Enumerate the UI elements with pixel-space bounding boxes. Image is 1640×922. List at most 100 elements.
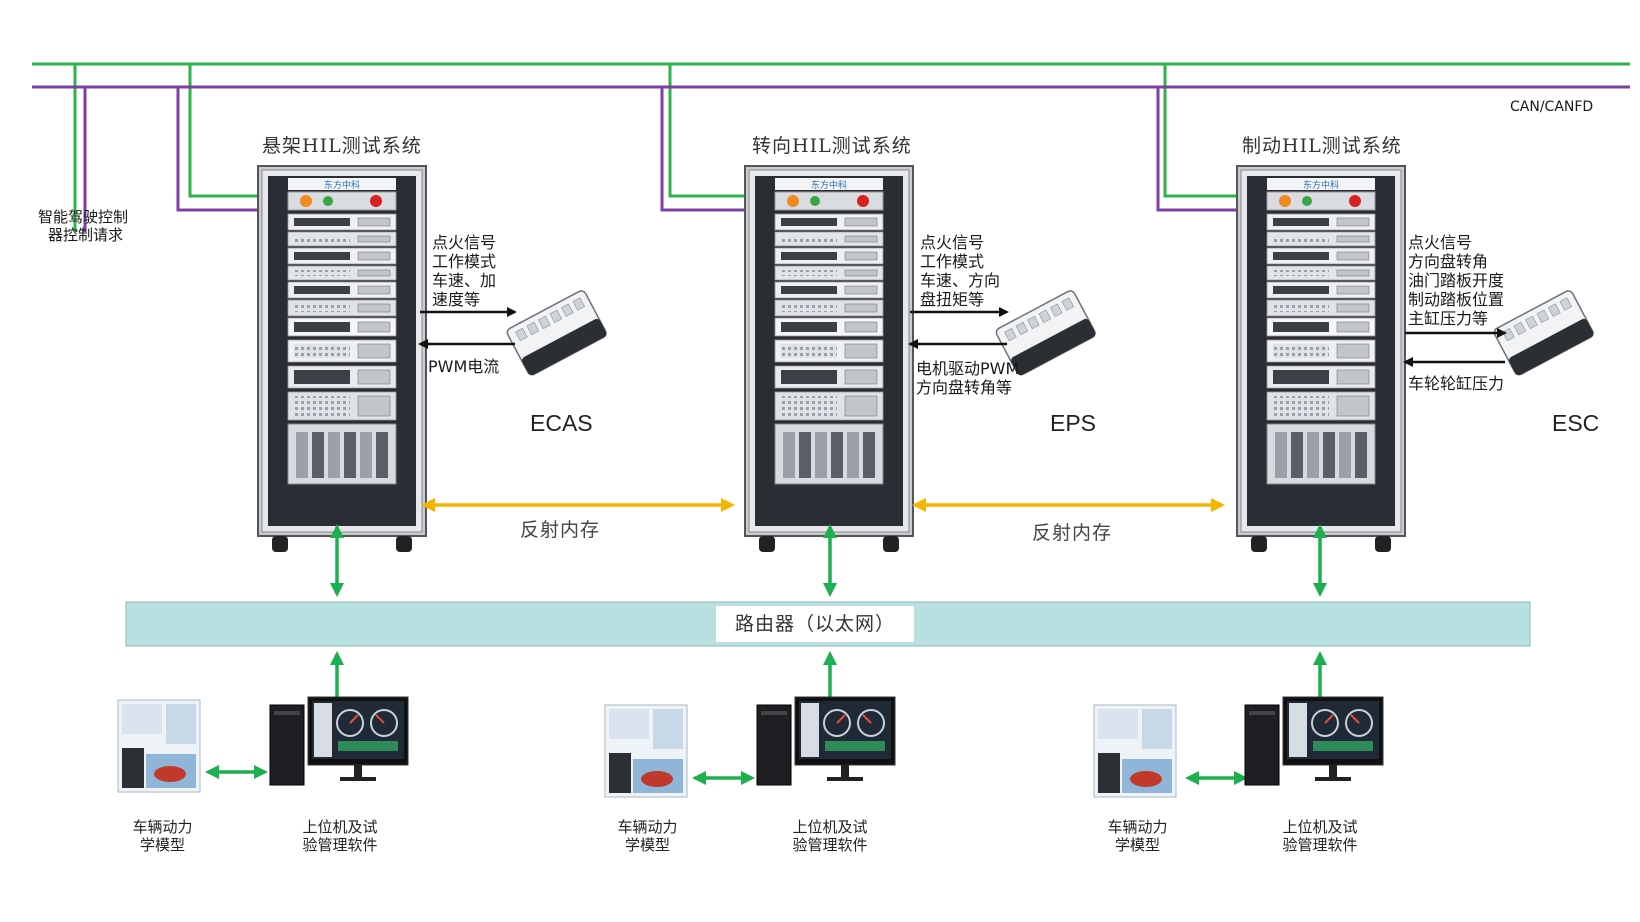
rack-unit-ports (357, 395, 391, 417)
model-window-icon (122, 704, 162, 734)
host-caption-2: 上位机及试 验管理软件 (775, 818, 885, 854)
signal-line: 工作模式 (432, 252, 497, 271)
ecu-pin-block (1004, 327, 1017, 342)
caption-line: 学模型 (1114, 836, 1160, 854)
rack-unit-ports (1336, 285, 1370, 295)
rack-unit-ports (357, 303, 391, 313)
caption-line: 车辆动力 (132, 818, 193, 836)
rack-unit-panel (294, 286, 350, 294)
pxi-card (831, 432, 843, 478)
rack-unit-ports (357, 251, 391, 261)
reflective-memory-label-2: 反射内存 (1032, 522, 1113, 544)
hil-rack-1: 东方中科 (257, 165, 427, 552)
caster-wheel-icon (1375, 536, 1391, 552)
rack-unit-ports (844, 343, 878, 359)
pxi-card (783, 432, 795, 478)
hil-rack-2: 东方中科 (744, 165, 914, 552)
needle-icon (836, 714, 846, 724)
ecu-pin-block (1536, 309, 1550, 324)
pxi-card (799, 432, 811, 478)
host-caption-1: 上位机及试 验管理软件 (285, 818, 395, 854)
rack-unit-ports (357, 369, 391, 385)
rack-unit-ports (1336, 269, 1370, 277)
router-label-box (716, 606, 914, 642)
ecu-pin-block (1015, 321, 1029, 336)
caption-line: 验管理软件 (1282, 836, 1358, 854)
rack-unit-panel (294, 396, 350, 416)
pxi-card (815, 432, 827, 478)
pc-tower-icon (269, 704, 305, 786)
signal-line: 工作模式 (920, 252, 985, 271)
monitor-base (340, 777, 376, 781)
ecu-pin-block (1061, 297, 1075, 311)
signal-line: 盘扭矩等 (920, 290, 985, 309)
emergency-stop-icon (1349, 195, 1361, 207)
power-knob-icon (787, 195, 799, 207)
signal-line: 速度等 (432, 290, 481, 309)
ecu-pin-block (526, 321, 540, 336)
caption-line: 验管理软件 (302, 836, 378, 854)
caption-line: 车辆动力 (1107, 818, 1168, 836)
signal-line: 点火信号 (1408, 233, 1473, 252)
ecu-pin-block (538, 315, 551, 330)
caster-wheel-icon (1251, 536, 1267, 552)
rack-unit-panel (294, 370, 350, 384)
can-bus-green (32, 62, 1630, 232)
monitor-stand (354, 765, 362, 777)
rack-control-panel (287, 191, 397, 211)
caption-line: 验管理软件 (792, 836, 868, 854)
rack-control-panel (774, 191, 884, 211)
rack-unit-ports (844, 251, 878, 261)
rack-unit-ports (844, 285, 878, 295)
rack-brand-plate (288, 178, 396, 190)
rack-unit-panel (294, 344, 350, 358)
rack-unit-ports (844, 269, 878, 277)
rack-brand-plate (1267, 178, 1375, 190)
rack-unit-panel (1273, 286, 1329, 294)
vehicle-model-caption-2: 车辆动力 学模型 (600, 818, 695, 854)
pxi-card (1355, 432, 1367, 478)
vehicle-model-caption-3: 车辆动力 学模型 (1090, 818, 1185, 854)
pxi-card (1275, 432, 1287, 478)
reflective-memory-label-1: 反射内存 (520, 519, 601, 541)
ecu-pin-block (1559, 297, 1573, 311)
rack-unit-panel (294, 322, 350, 332)
rack-brand-text: 东方中科 (1303, 179, 1339, 191)
signal-line: 车速、方向 (920, 271, 1001, 290)
rack-unit-panel (781, 322, 837, 332)
rack-unit-panel (781, 286, 837, 294)
car-icon (1130, 771, 1162, 787)
eps-signals-out: 点火信号 工作模式 车速、方向 盘扭矩等 (920, 233, 1000, 309)
model-window-icon (609, 709, 649, 739)
workstation-2 (604, 696, 896, 798)
caption-line: 上位机及试 (792, 818, 868, 836)
signal-line: 油门踏板开度 (1408, 271, 1505, 290)
rack-unit-panel (781, 270, 837, 276)
canfd-bus-purple (32, 85, 1630, 232)
ecas-signals-out: 点火信号 工作模式 车速、加 速度等 (432, 233, 496, 309)
rack-unit-panel (294, 304, 350, 312)
pxi-card (847, 432, 859, 478)
rack-brand-text: 东方中科 (324, 179, 360, 191)
ecu-unit-icon-1 (506, 290, 607, 376)
rack-unit-ports (357, 321, 391, 333)
signal-line: 点火信号 (432, 233, 497, 252)
can-bus-label: CAN/CANFD (1510, 99, 1594, 115)
caption-line: 车辆动力 (617, 818, 678, 836)
rack-unit-panel (781, 370, 837, 384)
signal-line: 方向盘转角 (1408, 252, 1489, 271)
tachometer-icon (857, 709, 885, 737)
ecu-connector (522, 318, 607, 376)
rack-unit-panel (1273, 218, 1329, 226)
esc-signals-in: 车轮轮缸压力 (1408, 374, 1505, 393)
rack-unit-panel (1273, 396, 1329, 416)
caption-line: 上位机及试 (302, 818, 378, 836)
rack-unit-ports (844, 395, 878, 417)
needle-icon (349, 714, 359, 724)
rack-unit-ports (844, 217, 878, 227)
rack-unit-ports (357, 343, 391, 359)
model-gauge-icon (609, 753, 631, 793)
caster-wheel-icon (396, 536, 412, 552)
green-lamp-icon (323, 196, 333, 206)
router-label: 路由器（以太网） (734, 613, 895, 635)
